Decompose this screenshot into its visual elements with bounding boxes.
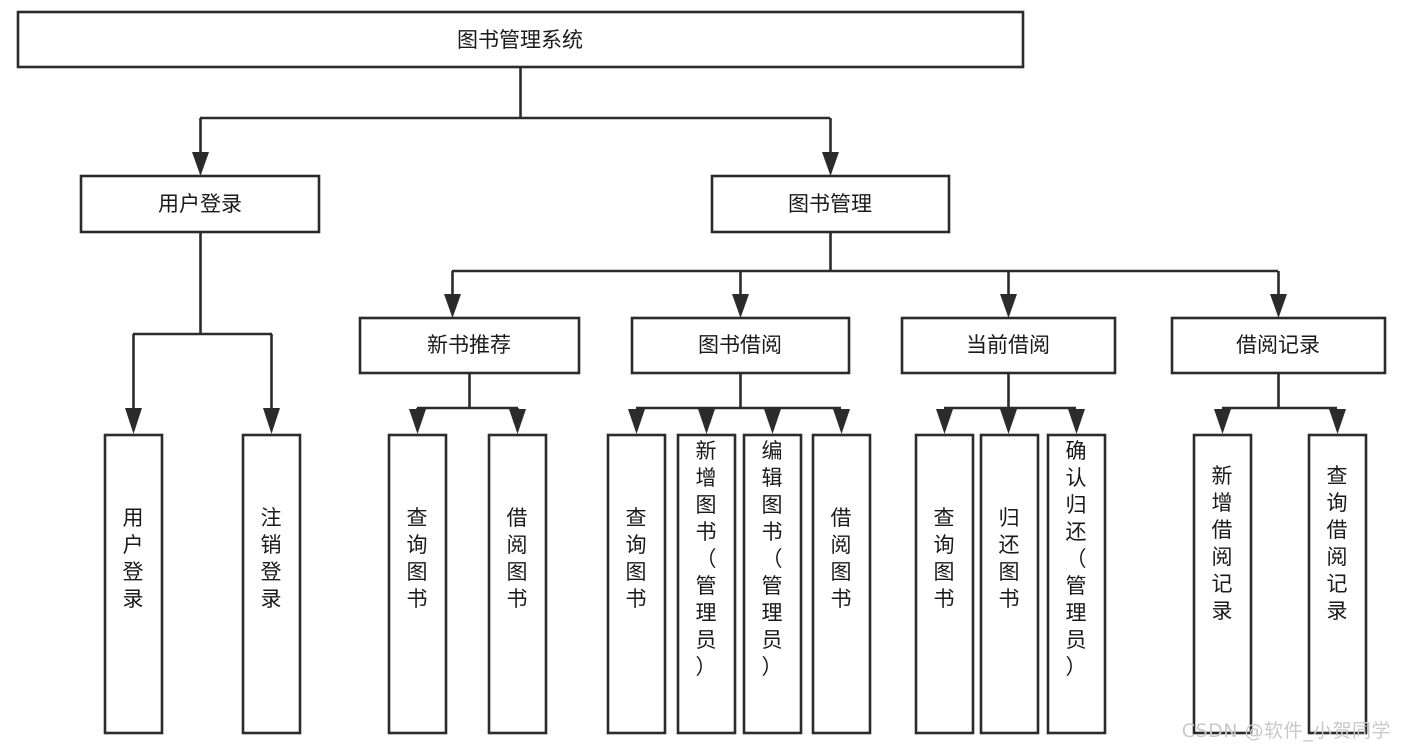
connector-group-currentborrow	[936, 373, 1085, 434]
node-current-borrow[interactable]: 当前借阅	[900, 316, 1117, 375]
arrowhead-leaf-query-book-2	[628, 409, 645, 434]
node-leaf-borrow-book-1-label: 借阅图书	[507, 506, 528, 611]
node-new-book-recommend[interactable]: 新书推荐	[358, 316, 581, 375]
arrowhead-leaf-user-login	[125, 408, 142, 434]
arrowhead-leaf-add-book	[698, 409, 715, 434]
node-leaf-return-book-box[interactable]	[979, 433, 1040, 735]
node-leaf-add-record[interactable]: 新增借阅记录	[1192, 433, 1253, 735]
node-leaf-user-login-box[interactable]	[103, 433, 164, 735]
node-leaf-return-book-label: 归还图书	[999, 506, 1020, 611]
connector-group-borrowrecord	[1214, 373, 1346, 434]
node-leaf-query-book-2[interactable]: 查询图书	[606, 433, 667, 735]
node-leaf-user-login-label: 用户登录	[123, 506, 144, 611]
node-leaf-edit-book-label: 编辑图书（管理员）	[762, 439, 783, 679]
node-leaf-borrow-book-1[interactable]: 借阅图书	[487, 433, 548, 735]
node-leaf-add-book-box[interactable]	[676, 433, 737, 735]
arrowhead-leaf-return-book	[1000, 409, 1017, 434]
arrowhead-bookmanage	[822, 152, 839, 176]
node-borrow-record-label: 借阅记录	[1236, 333, 1320, 357]
node-new-book-recommend-label: 新书推荐	[427, 333, 511, 357]
node-current-borrow-box[interactable]	[900, 316, 1117, 375]
connector-group-userlogin	[125, 232, 280, 434]
node-borrow-record-box[interactable]	[1170, 316, 1387, 375]
connector-group-bookborrow	[628, 373, 850, 434]
arrowhead-borrow-record	[1270, 294, 1287, 318]
arrowhead-leaf-add-record	[1214, 409, 1231, 434]
node-book-manage[interactable]: 图书管理	[710, 174, 951, 234]
arrowhead-leaf-borrow-book-1	[509, 409, 526, 434]
node-root[interactable]: 图书管理系统	[16, 10, 1025, 69]
node-leaf-borrow-book-1-box[interactable]	[487, 433, 548, 735]
node-leaf-edit-book-box[interactable]	[742, 433, 803, 735]
arrowhead-leaf-confirm-return	[1068, 409, 1085, 434]
arrowhead-leaf-edit-book	[764, 409, 781, 434]
node-leaf-query-book-3-box[interactable]	[914, 433, 975, 735]
arrowhead-current-borrow	[1000, 294, 1017, 318]
node-leaf-logout-box[interactable]	[241, 433, 302, 735]
node-leaf-confirm-return-box[interactable]	[1046, 433, 1107, 735]
arrowhead-leaf-query-record	[1329, 409, 1346, 434]
node-leaf-borrow-book-2[interactable]: 借阅图书	[811, 433, 872, 735]
node-user-login-label: 用户登录	[158, 192, 242, 216]
node-leaf-query-book-2-label: 查询图书	[626, 506, 647, 611]
node-leaf-user-login[interactable]: 用户登录	[103, 433, 164, 735]
node-new-book-recommend-box[interactable]	[358, 316, 581, 375]
connector-group-newbook	[409, 373, 526, 434]
arrowhead-leaf-logout	[263, 408, 280, 434]
node-leaf-query-book-2-box[interactable]	[606, 433, 667, 735]
node-user-login[interactable]: 用户登录	[79, 174, 321, 234]
node-book-borrow-box[interactable]	[630, 316, 851, 375]
node-current-borrow-label: 当前借阅	[966, 333, 1050, 357]
arrowhead-leaf-query-book-3	[936, 409, 953, 434]
arrowhead-userlogin	[192, 152, 209, 176]
node-leaf-add-book-label: 新增图书（管理员）	[696, 439, 717, 679]
node-book-borrow[interactable]: 图书借阅	[630, 316, 851, 375]
node-leaf-query-book-1-box[interactable]	[387, 433, 448, 735]
node-leaf-query-record-box[interactable]	[1307, 433, 1368, 735]
node-book-manage-box[interactable]	[710, 174, 951, 234]
node-book-borrow-label: 图书借阅	[698, 333, 782, 357]
node-leaf-query-book-3[interactable]: 查询图书	[914, 433, 975, 735]
arrowhead-leaf-borrow-book-2	[833, 409, 850, 434]
node-leaf-query-record[interactable]: 查询借阅记录	[1307, 433, 1368, 735]
connector-group-root	[192, 67, 839, 176]
node-leaf-logout-label: 注销登录	[261, 506, 282, 611]
csdn-watermark: CSDN @软件_小贺同学	[1181, 720, 1391, 742]
node-leaf-borrow-book-2-box[interactable]	[811, 433, 872, 735]
node-leaf-query-book-1-label: 查询图书	[407, 506, 428, 611]
node-leaf-add-record-label: 新增借阅记录	[1212, 464, 1233, 623]
node-leaf-logout[interactable]: 注销登录	[241, 433, 302, 735]
connector-group-bookmanage	[444, 232, 1287, 318]
node-leaf-return-book[interactable]: 归还图书	[979, 433, 1040, 735]
node-borrow-record[interactable]: 借阅记录	[1170, 316, 1387, 375]
node-leaf-query-book-3-label: 查询图书	[934, 506, 955, 611]
node-leaf-add-book[interactable]: 新增图书（管理员）	[676, 433, 737, 735]
node-leaf-borrow-book-2-label: 借阅图书	[831, 506, 852, 611]
node-leaf-add-record-box[interactable]	[1192, 433, 1253, 735]
arrowhead-book-borrow	[732, 294, 749, 318]
node-leaf-confirm-return[interactable]: 确认归还（管理员）	[1046, 433, 1107, 735]
node-user-login-box[interactable]	[79, 174, 321, 234]
node-leaf-query-record-label: 查询借阅记录	[1327, 464, 1348, 623]
node-leaf-query-book-1[interactable]: 查询图书	[387, 433, 448, 735]
arrowhead-leaf-query-book-1	[409, 409, 426, 434]
node-leaf-edit-book[interactable]: 编辑图书（管理员）	[742, 433, 803, 735]
node-root-label: 图书管理系统	[457, 28, 583, 52]
node-book-manage-label: 图书管理	[788, 192, 872, 216]
node-root-box[interactable]	[16, 10, 1025, 69]
node-leaf-confirm-return-label: 确认归还（管理员）	[1066, 439, 1087, 679]
arrowhead-new-book-recommend	[444, 294, 461, 318]
